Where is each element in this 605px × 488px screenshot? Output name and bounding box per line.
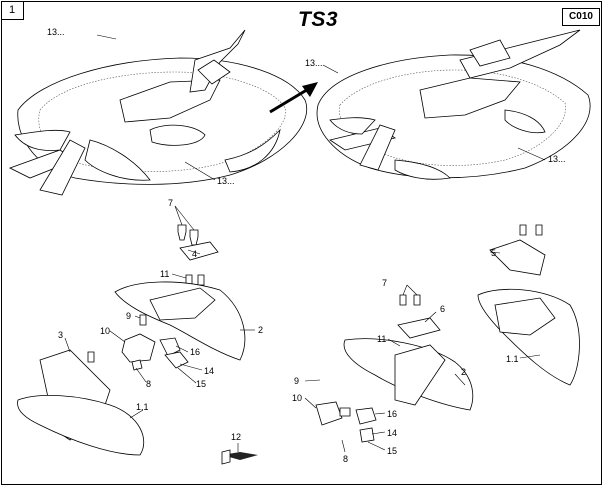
callout-7-left: 7: [168, 198, 173, 208]
exploded-parts-left: [17, 224, 258, 465]
callout-8-right: 8: [343, 454, 348, 464]
callout-1-1-left: 1.1: [136, 402, 149, 412]
callout-1-1-right: 1.1: [506, 354, 519, 364]
direction-arrow: [269, 82, 318, 114]
callout-5: 5: [491, 248, 496, 258]
callout-16-right: 16: [387, 409, 397, 419]
callout-labels: 13... 13... 13... 13... 7 4 11 9 2 10 16…: [47, 27, 566, 464]
callout-2-right: 2: [461, 367, 466, 377]
callout-4: 4: [192, 249, 197, 259]
callout-9-left: 9: [126, 311, 131, 321]
exploded-parts-right: [315, 224, 580, 443]
callout-13-top-right: 13...: [305, 58, 323, 68]
callout-16-left: 16: [190, 347, 200, 357]
disc-assembly-top-left: [8, 29, 307, 196]
callout-13-bottom-left: 13...: [217, 176, 235, 186]
callout-10-right: 10: [292, 393, 302, 403]
callout-10-left: 10: [100, 326, 110, 336]
callout-13-bottom-right: 13...: [548, 154, 566, 164]
callout-15-left: 15: [196, 379, 206, 389]
disc-assembly-top-right: [316, 29, 591, 180]
callout-11-right: 11: [377, 334, 386, 344]
callout-6: 6: [440, 304, 445, 314]
drawing-code-box: C010: [562, 8, 600, 26]
callout-13-top-left: 13...: [47, 27, 65, 37]
callout-14-left: 14: [204, 366, 214, 376]
callout-11-left: 11: [160, 269, 169, 279]
callout-14-right: 14: [387, 428, 397, 438]
callout-9-right: 9: [294, 376, 299, 386]
callout-8-left: 8: [146, 379, 151, 389]
model-title: TS3: [298, 8, 339, 31]
callout-3: 3: [58, 330, 63, 340]
callout-12: 12: [231, 432, 241, 442]
callout-7-right: 7: [382, 278, 387, 288]
callout-2-left: 2: [258, 325, 263, 335]
leader-lines: [64, 205, 541, 453]
callout-15-right: 15: [387, 446, 397, 456]
sheet-number: 1: [1, 1, 24, 20]
